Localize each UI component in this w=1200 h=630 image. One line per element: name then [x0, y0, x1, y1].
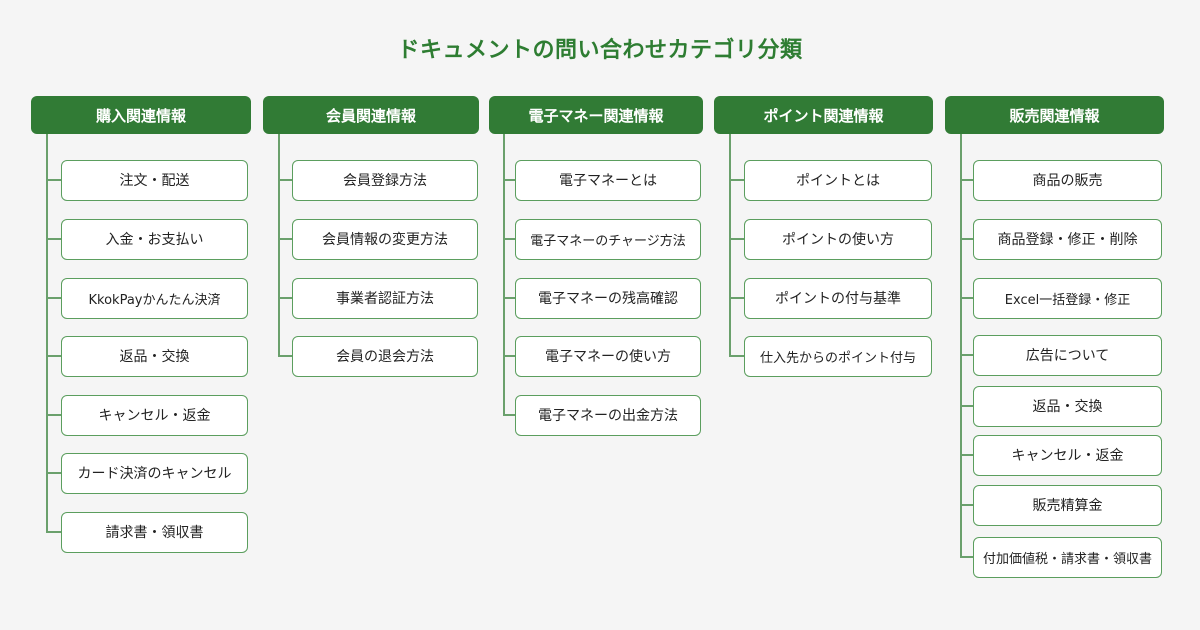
- tree-branch-line: [503, 179, 515, 181]
- category-header[interactable]: ポイント関連情報: [714, 96, 933, 134]
- category-item[interactable]: 請求書・領収書: [61, 511, 248, 553]
- tree-branch-line: [46, 472, 61, 474]
- tree-branch-line: [960, 504, 973, 506]
- tree-branch-line: [960, 354, 973, 356]
- tree-trunk-line: [503, 134, 505, 415]
- category-item[interactable]: 電子マネーのチャージ方法: [515, 218, 701, 260]
- category-item[interactable]: 会員登録方法: [292, 159, 478, 201]
- tree-branch-line: [503, 297, 515, 299]
- tree-branch-line: [960, 238, 973, 240]
- category-header[interactable]: 販売関連情報: [945, 96, 1164, 134]
- category-item[interactable]: 付加価値税・請求書・領収書: [973, 536, 1162, 578]
- category-item[interactable]: ポイントの使い方: [744, 218, 932, 260]
- category-item[interactable]: 販売精算金: [973, 484, 1162, 526]
- category-item[interactable]: Excel一括登録・修正: [973, 277, 1162, 319]
- tree-trunk-line: [729, 134, 731, 356]
- tree-branch-line: [278, 297, 292, 299]
- category-item[interactable]: ポイントの付与基準: [744, 277, 932, 319]
- tree-branch-line: [503, 414, 515, 416]
- tree-branch-line: [503, 355, 515, 357]
- category-item[interactable]: 会員情報の変更方法: [292, 218, 478, 260]
- tree-branch-line: [960, 297, 973, 299]
- category-item[interactable]: KkokPayかんたん決済: [61, 277, 248, 319]
- tree-branch-line: [960, 556, 973, 558]
- category-header[interactable]: 会員関連情報: [263, 96, 479, 134]
- category-item[interactable]: 電子マネーの残高確認: [515, 277, 701, 319]
- category-header[interactable]: 電子マネー関連情報: [489, 96, 703, 134]
- tree-branch-line: [46, 355, 61, 357]
- tree-branch-line: [960, 454, 973, 456]
- category-item[interactable]: 事業者認証方法: [292, 277, 478, 319]
- tree-branch-line: [46, 414, 61, 416]
- category-item[interactable]: カード決済のキャンセル: [61, 452, 248, 494]
- tree-branch-line: [278, 355, 292, 357]
- tree-branch-line: [46, 531, 61, 533]
- tree-branch-line: [960, 179, 973, 181]
- category-item[interactable]: 商品登録・修正・削除: [973, 218, 1162, 260]
- category-item[interactable]: 電子マネーとは: [515, 159, 701, 201]
- category-item[interactable]: 会員の退会方法: [292, 335, 478, 377]
- category-item[interactable]: キャンセル・返金: [973, 434, 1162, 476]
- category-item[interactable]: 電子マネーの使い方: [515, 335, 701, 377]
- tree-branch-line: [46, 297, 61, 299]
- category-item[interactable]: 広告について: [973, 334, 1162, 376]
- tree-branch-line: [503, 238, 515, 240]
- tree-trunk-line: [960, 134, 962, 557]
- tree-branch-line: [46, 179, 61, 181]
- tree-trunk-line: [278, 134, 280, 356]
- category-header[interactable]: 購入関連情報: [31, 96, 251, 134]
- tree-branch-line: [729, 238, 744, 240]
- category-item[interactable]: 注文・配送: [61, 159, 248, 201]
- tree-trunk-line: [46, 134, 48, 532]
- tree-branch-line: [729, 297, 744, 299]
- category-item[interactable]: 電子マネーの出金方法: [515, 394, 701, 436]
- category-item[interactable]: 入金・お支払い: [61, 218, 248, 260]
- tree-branch-line: [729, 355, 744, 357]
- category-item[interactable]: 商品の販売: [973, 159, 1162, 201]
- category-item[interactable]: キャンセル・返金: [61, 394, 248, 436]
- category-item[interactable]: 仕入先からのポイント付与: [744, 335, 932, 377]
- category-item[interactable]: 返品・交換: [61, 335, 248, 377]
- tree-branch-line: [46, 238, 61, 240]
- category-item[interactable]: 返品・交換: [973, 385, 1162, 427]
- diagram-title: ドキュメントの問い合わせカテゴリ分類: [397, 38, 803, 63]
- category-item[interactable]: ポイントとは: [744, 159, 932, 201]
- tree-branch-line: [278, 238, 292, 240]
- tree-branch-line: [729, 179, 744, 181]
- tree-branch-line: [278, 179, 292, 181]
- tree-branch-line: [960, 405, 973, 407]
